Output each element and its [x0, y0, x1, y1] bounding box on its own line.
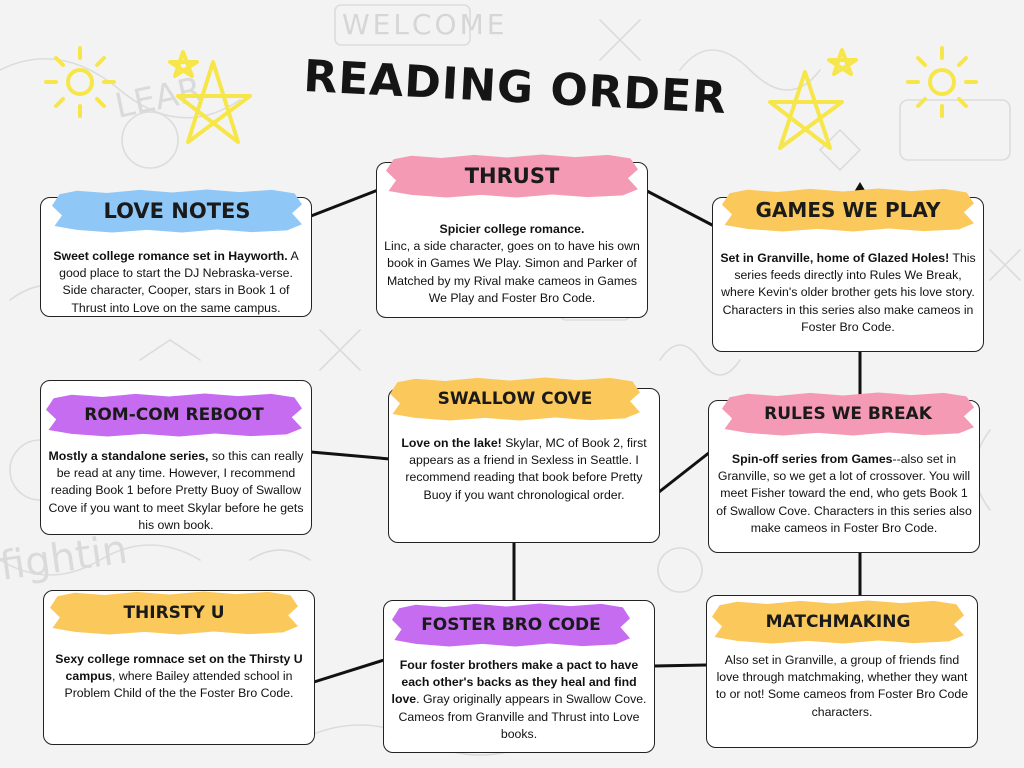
link-swallow-rules	[657, 450, 712, 494]
card-rules-text: --also set in Granville, so we get a lot…	[716, 452, 972, 535]
tag-rules-we-break: RULES WE BREAK	[722, 392, 974, 436]
star-doodle-3	[768, 70, 844, 150]
tag-love-notes: LOVE NOTES	[52, 189, 302, 233]
card-matchmaking-text: Also set in Granville, a group of friend…	[715, 653, 969, 719]
card-thirsty-lead: Sexy college romnace set on the Thirsty …	[55, 652, 303, 684]
card-love-notes-text: A good place to start the DJ Nebraska-ve…	[59, 249, 299, 315]
card-romcom-text: so this can really be read at any time. …	[48, 449, 304, 532]
tag-foster-bro-code: FOSTER BRO CODE	[392, 603, 630, 647]
link-foster-matchmaking	[652, 663, 708, 668]
arrow-tip	[854, 182, 866, 192]
link-romcom-swallow	[309, 450, 392, 461]
card-swallow-lead: Love on the lake!	[401, 436, 502, 450]
card-games-lead: Set in Granville, home of Glazed Holes!	[720, 251, 950, 265]
card-thrust-lead: Spicier college romance.	[439, 222, 585, 236]
card-foster-lead: Four foster brothers make a pact to have…	[391, 658, 639, 707]
card-games-text: This series feeds directly into Rules We…	[721, 251, 976, 334]
card-romcom-lead: Mostly a standalone series,	[48, 449, 209, 463]
tag-thrust: THRUST	[386, 154, 638, 198]
star-doodle-2	[168, 50, 199, 78]
link-thrust-games	[645, 189, 716, 228]
sun-doodle-left	[44, 46, 116, 118]
tag-romcom-reboot: ROM-COM REBOOT	[46, 393, 302, 437]
link-lovenotes-thrust	[309, 188, 380, 218]
link-thirsty-foster	[312, 658, 386, 684]
tag-games-we-play: GAMES WE PLAY	[722, 188, 974, 232]
tag-thirsty-u: THIRSTY U	[50, 591, 298, 635]
sun-doodle-right	[906, 46, 978, 118]
doodle-welcome: WELCOME	[342, 8, 507, 41]
tag-matchmaking: MATCHMAKING	[712, 600, 964, 644]
star-doodle-4	[827, 48, 858, 76]
card-love-notes-lead: Sweet college romance set in Hayworth.	[53, 249, 288, 263]
star-doodle-1	[176, 60, 252, 144]
card-rules-lead: Spin-off series from Games	[731, 452, 893, 466]
tag-swallow-cove: SWALLOW COVE	[390, 377, 640, 421]
card-thirsty-text: , where Bailey attended school in Proble…	[64, 669, 294, 701]
card-swallow-text: Skylar, MC of Book 2, first appears as a…	[405, 436, 647, 502]
card-foster-text: . Gray originally appears in Swallow Cov…	[398, 692, 647, 741]
card-thrust-text: Linc, a side character, goes on to have …	[384, 239, 640, 305]
